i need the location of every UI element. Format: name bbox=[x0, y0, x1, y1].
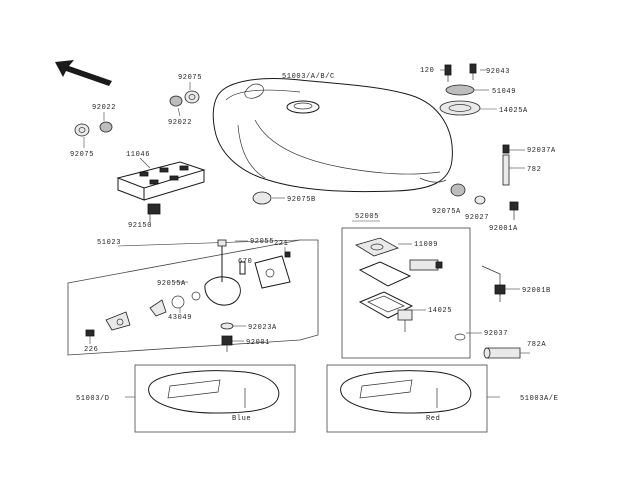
emblem-box-left bbox=[125, 364, 296, 433]
grommets-upper-left bbox=[74, 82, 200, 148]
label-92075-left: 92075 bbox=[70, 151, 94, 159]
label-blue: Blue bbox=[232, 415, 251, 423]
label-92043: 92043 bbox=[486, 68, 510, 76]
front-direction-arrow-icon bbox=[55, 60, 112, 86]
label-92150: 92150 bbox=[128, 222, 152, 230]
label-92001a: 92001A bbox=[489, 225, 518, 233]
mounting-bracket bbox=[116, 157, 206, 222]
emblem-box-right bbox=[326, 364, 500, 433]
label-52005: 52005 bbox=[355, 213, 379, 221]
label-92022b: 92022 bbox=[168, 119, 192, 127]
label-14025a: 14025A bbox=[499, 107, 528, 115]
fuel-cap-assembly bbox=[439, 63, 497, 116]
label-120: 120 bbox=[420, 67, 434, 75]
label-670: 670 bbox=[238, 258, 252, 266]
label-51049: 51049 bbox=[492, 88, 516, 96]
label-92075a: 92075A bbox=[432, 208, 461, 216]
label-11009: 11009 bbox=[414, 241, 438, 249]
label-92001: 92001 bbox=[246, 339, 270, 347]
label-red: Red bbox=[426, 415, 440, 423]
label-226: 226 bbox=[84, 346, 98, 354]
fuel-pump-group bbox=[341, 220, 482, 359]
label-11046: 11046 bbox=[126, 151, 150, 159]
label-221: 221 bbox=[274, 240, 288, 248]
label-92055a: 92055A bbox=[157, 280, 186, 288]
label-92027: 92027 bbox=[465, 214, 489, 222]
label-51003d: 51003/D bbox=[76, 395, 110, 403]
label-43049: 43049 bbox=[168, 314, 192, 322]
label-14025: 14025 bbox=[428, 307, 452, 315]
label-51003ae: 51003A/E bbox=[520, 395, 558, 403]
label-92022: 92022 bbox=[92, 104, 116, 112]
label-92037a: 92037A bbox=[527, 147, 556, 155]
label-92055: 92055 bbox=[250, 238, 274, 246]
label-782a: 782A bbox=[527, 341, 546, 349]
label-92001b: 92001B bbox=[522, 287, 551, 295]
fuel-tap-group bbox=[67, 239, 319, 356]
right-side-parts bbox=[481, 265, 530, 359]
label-782: 782 bbox=[527, 166, 541, 174]
label-92075-top: 92075 bbox=[178, 74, 202, 82]
label-92075b: 92075B bbox=[287, 196, 316, 204]
label-92037: 92037 bbox=[484, 330, 508, 338]
tank-mount-rubbers bbox=[252, 144, 525, 220]
label-51023: 51023 bbox=[97, 239, 121, 247]
label-51003-tank: 51003/A/B/C bbox=[282, 73, 335, 81]
label-92023a: 92023A bbox=[248, 324, 277, 332]
fuel-tank bbox=[212, 78, 453, 193]
